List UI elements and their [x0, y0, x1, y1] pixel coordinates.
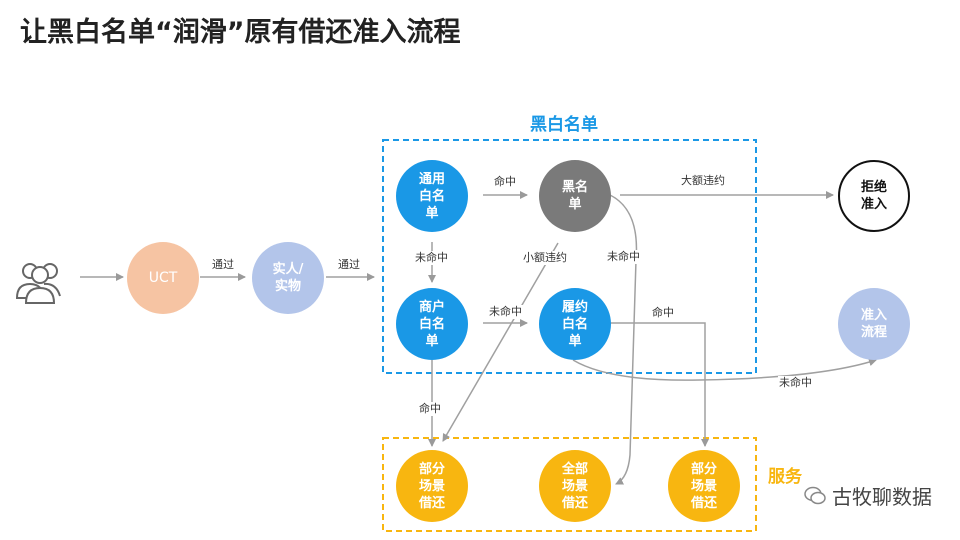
general-white-node: 通用 白名 单 [396, 160, 468, 232]
reject-node-label: 拒绝 准入 [860, 180, 887, 212]
full-scene-node: 全部 场景 借还 [539, 450, 611, 522]
merchant-white-node: 商户 白名 单 [396, 288, 468, 360]
admit-node: 准入 流程 [838, 288, 910, 360]
partial-scene-node-2: 部分 场景 借还 [668, 450, 740, 522]
service-box-label: 服务 [768, 467, 802, 487]
watermark: 古牧聊数据 [804, 481, 932, 510]
blacklist-node: 黑名 单 [539, 160, 611, 232]
edge-label-miss-fulfill: 未命中 [778, 376, 813, 390]
edge-black-full [609, 194, 638, 485]
partial-scene-node-1: 部分 场景 借还 [396, 450, 468, 522]
service-box [382, 437, 757, 532]
edge-label-miss-black: 未命中 [606, 250, 641, 264]
partial-scene-node-1-label: 部分 场景 借还 [418, 461, 445, 511]
edge-label-small-violation: 小额违约 [522, 251, 568, 265]
edge-fulfill-partial2 [608, 322, 709, 447]
admit-node-label: 准入 流程 [860, 308, 887, 340]
realname-node: 实人/ 实物 [252, 242, 324, 314]
edge-label-pass-1: 通过 [211, 258, 235, 272]
fulfill-white-node: 履约 白名 单 [539, 288, 611, 360]
edge-label-hit-merchant: 命中 [418, 402, 442, 416]
merchant-white-node-label: 商户 白名 单 [418, 299, 445, 349]
edge-label-miss-2: 未命中 [488, 305, 523, 319]
fulfill-white-node-label: 履约 白名 单 [561, 299, 588, 349]
realname-node-label: 实人/ 实物 [272, 262, 304, 294]
full-scene-node-label: 全部 场景 借还 [561, 461, 588, 511]
uct-node: UCT [127, 242, 199, 314]
edge-label-big-violation: 大额违约 [680, 174, 726, 188]
general-white-node-label: 通用 白名 单 [418, 171, 445, 221]
edge-label-hit-fulfill: 命中 [651, 306, 675, 320]
blacklist-node-label: 黑名 单 [561, 180, 588, 212]
wechat-icon [804, 486, 826, 504]
uct-node-label: UCT [148, 269, 178, 286]
blackwhite-box [382, 139, 757, 374]
users-icon [15, 263, 61, 304]
reject-node: 拒绝 准入 [838, 160, 910, 232]
edge-label-pass-2: 通过 [337, 258, 361, 272]
edge-black-partial1 [442, 242, 559, 442]
blackwhite-box-label: 黑白名单 [530, 115, 598, 135]
edge-fulfill-admit [572, 358, 877, 381]
watermark-text: 古牧聊数据 [832, 485, 932, 509]
edge-label-hit-black: 命中 [493, 175, 517, 189]
page-title: 让黑白名单“润滑”原有借还准入流程 [20, 17, 461, 48]
edge-label-miss-1: 未命中 [414, 251, 449, 265]
partial-scene-node-2-label: 部分 场景 借还 [690, 461, 717, 511]
